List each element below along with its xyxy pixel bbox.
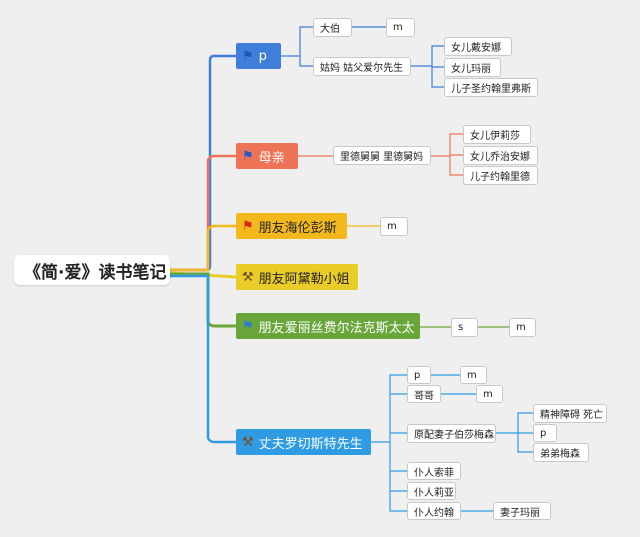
node-dabo[interactable]: 大伯	[313, 18, 352, 37]
flag-icon: ⚑	[242, 48, 254, 64]
branch-label: 朋友海伦彭斯	[258, 220, 337, 236]
node-lidejiujiu[interactable]: 里德舅舅 里德舅妈	[333, 146, 431, 165]
trunk-mother	[170, 154, 236, 272]
node-suofei[interactable]: 仆人索菲	[407, 462, 461, 480]
node-shengyuehan[interactable]: 儿子圣约翰里弗斯	[444, 78, 538, 97]
node-qizimali[interactable]: 妻子玛丽	[493, 502, 551, 520]
branch-label: 朋友阿黛勒小姐	[258, 271, 350, 287]
node-gege[interactable]: 哥哥	[407, 385, 441, 403]
hammer-icon: ⚒	[242, 434, 254, 450]
node-qiaozhi[interactable]: 女儿乔治安娜	[463, 146, 538, 165]
branch-husband[interactable]: ⚒ 丈夫罗切斯特先生	[236, 429, 371, 455]
trunk-husband	[170, 274, 236, 444]
flag-icon: ⚑	[242, 318, 254, 334]
node-liya[interactable]: 仆人莉亚	[407, 482, 456, 500]
node-yilisha[interactable]: 女儿伊莉莎	[463, 125, 531, 144]
branch-label: p	[258, 48, 267, 64]
node-yuanpei-p[interactable]: p	[533, 424, 557, 442]
hammer-icon: ⚒	[242, 269, 254, 285]
flag-icon: ⚑	[242, 148, 254, 164]
trunk-p	[170, 54, 236, 272]
node-jingshen[interactable]: 精神障碍 死亡	[533, 404, 607, 423]
branch-mother[interactable]: ⚑ 母亲	[236, 143, 298, 169]
node-dabo-child[interactable]: m	[386, 18, 415, 37]
node-mali[interactable]: 女儿玛丽	[444, 58, 501, 77]
node-didi[interactable]: 弟弟梅森	[533, 443, 589, 462]
node-yuehanlide[interactable]: 儿子约翰里德	[463, 166, 538, 185]
branch-label: 朋友爱丽丝费尔法克斯太太	[258, 320, 415, 336]
branch-p[interactable]: ⚑ p	[236, 43, 281, 69]
node-gumama[interactable]: 姑妈 姑父爱尔先生	[313, 57, 411, 76]
flag-icon: ⚑	[242, 218, 254, 234]
branch-friend-adele[interactable]: ⚒ 朋友阿黛勒小姐	[236, 264, 358, 290]
node-alice-m[interactable]: m	[509, 318, 536, 337]
node-r-p[interactable]: p	[407, 366, 431, 384]
node-daina[interactable]: 女儿戴安娜	[444, 37, 512, 56]
node-alice-s[interactable]: s	[451, 318, 478, 337]
node-r-p-m[interactable]: m	[460, 366, 487, 384]
branch-label: 母亲	[258, 150, 285, 166]
branch-friend-alice[interactable]: ⚑ 朋友爱丽丝费尔法克斯太太	[236, 313, 420, 339]
trunk-helen	[170, 224, 236, 272]
node-yuanpei[interactable]: 原配妻子伯莎梅森	[407, 424, 496, 443]
branch-label: 丈夫罗切斯特先生	[258, 436, 363, 452]
trunk-alice	[170, 272, 236, 328]
branch-friend-helen[interactable]: ⚑ 朋友海伦彭斯	[236, 213, 347, 239]
root-topic[interactable]: 《简·爱》读书笔记	[14, 255, 170, 285]
node-yuehan[interactable]: 仆人约翰	[407, 502, 461, 520]
node-helen-child[interactable]: m	[380, 217, 408, 236]
node-gege-m[interactable]: m	[476, 385, 503, 403]
